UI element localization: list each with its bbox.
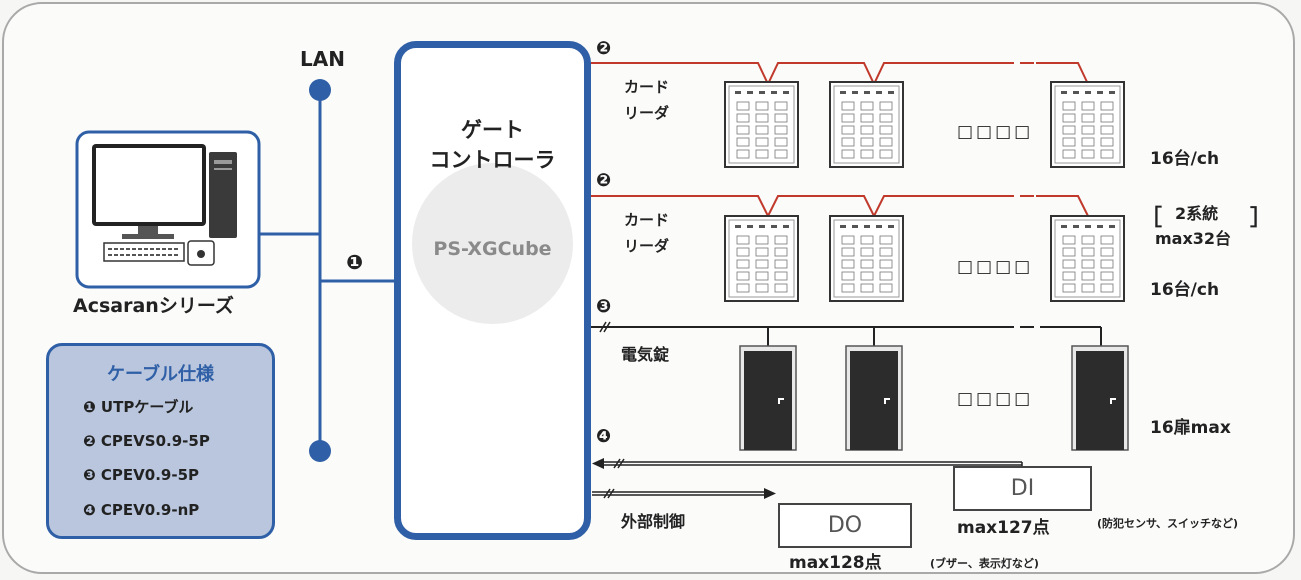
card-reader-2-2 <box>829 215 904 302</box>
card-reader-1-n <box>1050 81 1125 168</box>
controller-title-line2: コントローラ <box>429 148 556 172</box>
door-2 <box>845 345 903 451</box>
controller-title-line1: ゲート <box>461 118 524 142</box>
marker-4: ❹ <box>596 426 611 447</box>
do-box: DO <box>778 503 912 548</box>
gate-controller: ゲート コントローラ PS-XGCube <box>394 41 591 540</box>
di-label: DI <box>1010 476 1035 501</box>
cable-spec-item-1: ❶ UTPケーブル <box>83 398 194 416</box>
external-label: 外部制御 <box>620 512 685 531</box>
system-bracket-open: ［ <box>1140 205 1162 231</box>
di-box: DI <box>953 466 1092 511</box>
do-label: DO <box>827 513 863 538</box>
do-note: (ブザー、表示灯など) <box>930 556 1039 570</box>
reader-bus-1 <box>591 62 1000 87</box>
cable-spec-box: ケーブル仕様 ❶ UTPケーブル ❷ CPEVS0.9-5P ❸ CPEV0.9… <box>46 343 275 539</box>
pc-icon <box>75 130 261 289</box>
reader-label-2b: リーダ <box>624 237 669 255</box>
ellipsis-2: □□□□ <box>957 257 1033 277</box>
ellipsis-1: □□□□ <box>957 122 1033 142</box>
reader-label-1b: リーダ <box>624 104 669 122</box>
door-n <box>1071 345 1129 451</box>
marker-1: ❶ <box>346 250 363 274</box>
reader-bus-2 <box>591 195 1000 219</box>
cable-spec-item-4: ❹ CPEV0.9-nP <box>83 501 200 519</box>
system-note-line1: 2系統 <box>1175 204 1218 223</box>
ellipsis-3: □□□□ <box>957 389 1033 409</box>
cable-spec-item-3: ❸ CPEV0.9-5P <box>83 466 200 484</box>
reader-label-1a: カード <box>624 78 669 96</box>
lan-label: LAN <box>300 47 345 71</box>
lock-count: 16扉max <box>1150 417 1231 438</box>
door-1 <box>739 345 797 451</box>
marker-2a: ❷ <box>596 38 611 59</box>
card-reader-2-n <box>1050 215 1125 302</box>
marker-3: ❸ <box>596 296 611 317</box>
do-count: max128点 <box>789 552 882 573</box>
reader-count-1: 16台/ch <box>1150 148 1219 169</box>
lan-node-bottom <box>309 440 331 462</box>
system-note-line2: max32台 <box>1155 229 1231 248</box>
card-reader-1-2 <box>829 81 904 168</box>
lan-node-top <box>309 79 331 101</box>
reader-label-2a: カード <box>624 211 669 229</box>
reader-count-2: 16台/ch <box>1150 279 1219 300</box>
system-bracket-close: ］ <box>1250 206 1272 231</box>
controller-model: PS-XGCube <box>433 238 552 260</box>
card-reader-1-1 <box>724 81 799 168</box>
card-reader-2-1 <box>724 215 799 302</box>
di-note: (防犯センサ、スイッチなど) <box>1097 516 1238 530</box>
marker-2b: ❷ <box>596 170 611 191</box>
controller-circle <box>412 163 573 324</box>
cable-spec-item-2: ❷ CPEVS0.9-5P <box>83 432 210 450</box>
lock-label: 電気錠 <box>621 345 669 364</box>
cable-spec-title: ケーブル仕様 <box>107 364 214 385</box>
di-count: max127点 <box>957 517 1050 538</box>
pc-caption: Acsaranシリーズ <box>73 294 234 317</box>
